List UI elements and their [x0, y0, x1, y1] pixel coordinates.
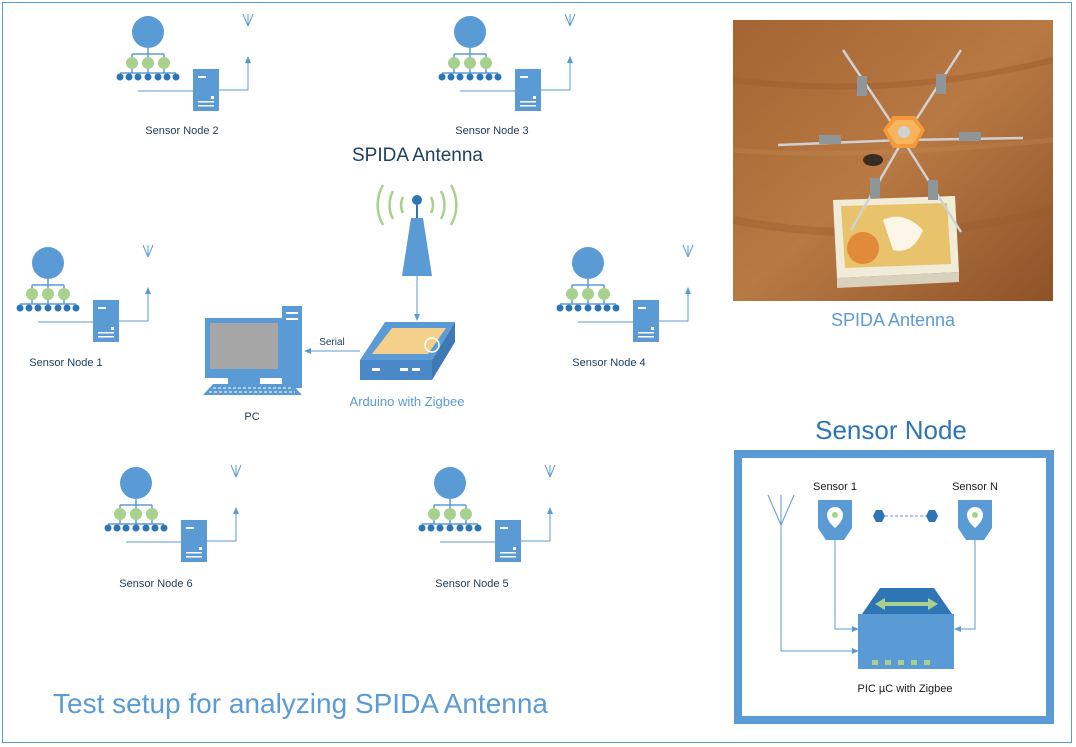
serial-label: Serial: [319, 337, 345, 348]
sensor-node-6-label: Sensor Node 6: [119, 578, 193, 590]
sensor-node-panel: [734, 450, 1054, 724]
panel-antenna-icon: [767, 494, 795, 526]
spida-antenna-photo: [733, 20, 1053, 301]
sensor-node-1-icon: [17, 245, 154, 342]
mcu-label: PIC µC with Zigbee: [857, 683, 953, 695]
arduino-label: Arduino with Zigbee: [349, 394, 465, 409]
spida-antenna-icon: [376, 184, 458, 276]
sensor-n-label: Sensor N: [952, 481, 998, 493]
sensor-chain-connector: [873, 510, 938, 522]
sensor-node-5-label: Sensor Node 5: [435, 578, 509, 590]
sensor-node-4-label: Sensor Node 4: [572, 357, 646, 369]
sensor-node-3-icon: [439, 14, 576, 111]
sensor-node-4-icon: [557, 245, 694, 342]
sensor-node-1-label: Sensor Node 1: [29, 357, 103, 369]
mcu-chip-icon: [858, 588, 954, 669]
sensor-node-2-label: Sensor Node 2: [145, 125, 219, 137]
pc-label: PC: [244, 411, 260, 423]
sensor-node-3-label: Sensor Node 3: [455, 125, 529, 137]
spida-antenna-heading: SPIDA Antenna: [352, 145, 483, 166]
pc-icon: [203, 306, 302, 395]
sensor-1-label: Sensor 1: [812, 481, 858, 493]
sensor-node-2-icon: [117, 14, 254, 111]
photo-caption: SPIDA Antenna: [830, 310, 956, 330]
sensor-1-icon: [818, 500, 852, 540]
page-title: Test setup for analyzing SPIDA Antenna: [53, 688, 548, 719]
arduino-icon: [360, 322, 455, 380]
sensor-panel-heading: Sensor Node: [815, 415, 967, 445]
sensor-node-5-icon: [419, 465, 556, 562]
sensor-n-icon: [958, 500, 992, 540]
sensor-node-6-icon: [105, 465, 242, 562]
